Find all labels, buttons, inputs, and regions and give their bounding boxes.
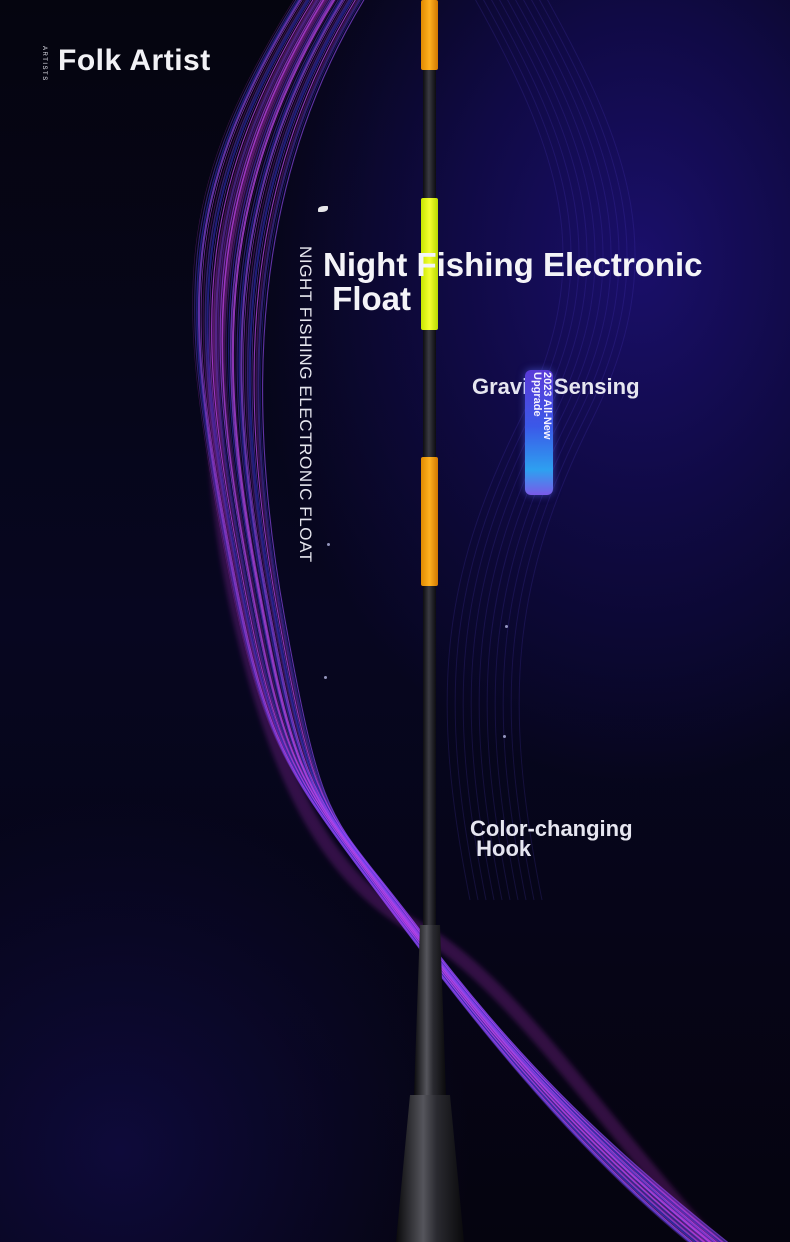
sparkle-dot: [503, 735, 506, 738]
ribbon-strand-faint: [510, 0, 628, 901]
ribbon-strand: [234, 0, 713, 1242]
float-segment-yellow: [421, 198, 438, 330]
brand-title: Folk Artist: [58, 44, 211, 77]
float-body-taper: [414, 925, 446, 1095]
sparkle-dot: [327, 543, 330, 546]
sparkle-dot: [505, 625, 508, 628]
ribbon-strand: [255, 0, 726, 1242]
ribbon-strand-faint: [446, 0, 564, 901]
ribbon-strand: [257, 0, 727, 1242]
float-body-base: [396, 1095, 464, 1242]
vertical-caption: NIGHT FISHING ELECTRONIC FLOAT: [296, 246, 315, 563]
ribbon-strand: [261, 0, 729, 1242]
sparkle-dot: [324, 676, 327, 679]
upgrade-badge-text: 2023 All-New Upgrade: [531, 372, 553, 440]
ribbon-strand: [246, 0, 721, 1242]
main-title: Night Fishing Electronic Float: [323, 246, 703, 317]
ribbon-strand-faint: [486, 0, 604, 901]
ribbon-strand: [211, 0, 700, 1242]
sparkle-dot: [318, 206, 328, 212]
feature-gravity-sensing: Gravity Sensing: [472, 374, 640, 399]
feature-color-changing-hook: Color-changing Hook: [470, 816, 633, 861]
ribbon-strand: [248, 0, 722, 1242]
float-segment-orange-middle: [421, 457, 438, 586]
ribbon-strand: [231, 0, 713, 1242]
float-segment-orange-top: [421, 0, 438, 70]
ribbon-strand-faint: [502, 0, 620, 901]
ribbon-strand: [243, 0, 718, 1242]
upgrade-badge: 2023 All-New Upgrade: [525, 370, 553, 495]
brand-small-label: ARTISTS: [41, 46, 47, 82]
ribbon-strand-faint: [518, 0, 636, 901]
ribbon-glow: [206, 0, 721, 1242]
ribbon-strand: [253, 0, 724, 1242]
ribbon-strand: [212, 0, 701, 1242]
ribbon-strand: [245, 0, 719, 1242]
ribbon-strand-faint: [494, 0, 612, 901]
ribbon-strand: [240, 0, 718, 1242]
